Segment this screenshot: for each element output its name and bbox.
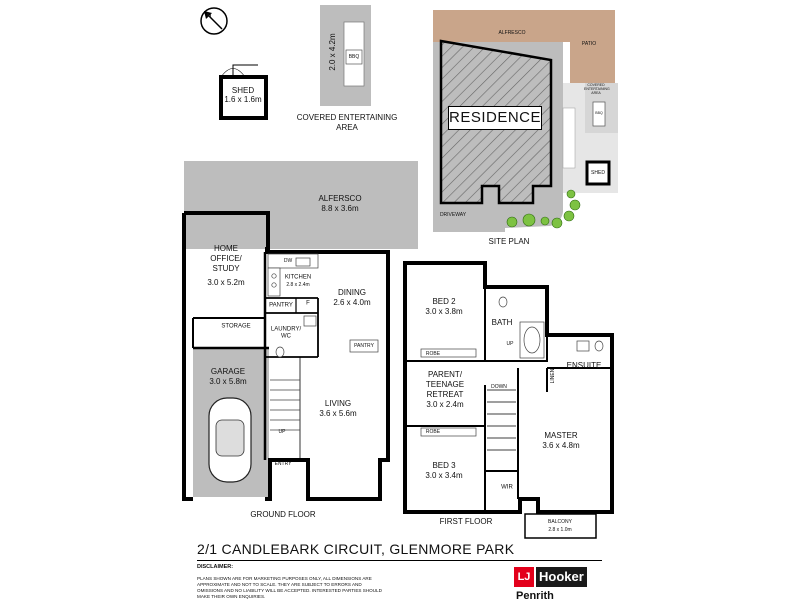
residence-label: RESIDENCE xyxy=(448,106,542,130)
retreat-name-3: RETREAT xyxy=(426,390,464,399)
covered-entertaining-area xyxy=(320,5,371,106)
agency-office: Penrith xyxy=(516,590,554,600)
stairs-up-label: UP xyxy=(278,429,286,435)
ground-floor-walls xyxy=(182,211,390,501)
living-size: 3.6 x 5.6m xyxy=(319,409,357,418)
covered-bbq-label: BBQ xyxy=(348,54,360,60)
north-arrow-icon xyxy=(200,7,228,35)
pantry-label: PANTRY xyxy=(269,302,293,309)
balcony-size: 2.8 x 1.0m xyxy=(548,527,572,533)
office-size: 3.0 x 5.2m xyxy=(207,278,245,287)
robe-1-label: ROBE xyxy=(425,351,441,357)
office-name-3: STUDY xyxy=(212,264,240,273)
disclaimer-title: DISCLAIMER: xyxy=(197,564,234,570)
first-up-label: UP xyxy=(506,341,514,347)
bed3-name: BED 3 xyxy=(432,461,456,470)
site-driveway-label: DRIVEWAY xyxy=(439,212,467,218)
retreat-name-1: PARENT/ xyxy=(427,370,463,379)
site-covered-area-label: COVERED ENTERTAINING AREA xyxy=(584,83,610,95)
site-patio-label: PATIO xyxy=(581,41,597,47)
shed-name: SHED xyxy=(231,86,255,95)
pantry2-label: PANTRY xyxy=(354,343,374,349)
master-size: 3.6 x 4.8m xyxy=(542,441,580,450)
covered-area-size: 2.0 x 4.2m xyxy=(328,33,337,71)
garage-size: 3.0 x 5.8m xyxy=(209,377,247,386)
entry-label: ENTRY xyxy=(274,461,292,467)
alfresco-area xyxy=(184,161,418,249)
bath-label: BATH xyxy=(491,318,513,327)
alfresco-name: ALFERSCO xyxy=(318,194,362,203)
car-icon xyxy=(208,397,252,483)
balcony-name: BALCONY xyxy=(548,519,572,525)
agency-logo: LJ Hooker Penrith xyxy=(514,567,600,600)
garage-name: GARAGE xyxy=(210,367,246,376)
first-floor-fixtures xyxy=(420,296,604,437)
balcony-outline xyxy=(524,513,597,539)
kitchen-size: 2.8 x 2.4m xyxy=(286,282,310,288)
agency-logo-name: Hooker xyxy=(536,567,587,587)
fridge-label: F xyxy=(306,300,310,307)
first-down-label: DOWN xyxy=(491,384,507,390)
compass-north-label: N xyxy=(206,13,212,20)
office-name-1: HOME xyxy=(214,244,238,253)
site-shed-label: SHED xyxy=(591,170,605,176)
site-alfresco-label: ALFRESCO xyxy=(498,30,526,36)
site-plan-caption: SITE PLAN xyxy=(488,237,530,246)
kitchen-name: KITCHEN xyxy=(284,274,312,281)
site-bbq-label: BBQ xyxy=(595,111,603,115)
ground-floor-fixtures xyxy=(267,253,379,431)
ground-floor-caption: GROUND FLOOR xyxy=(250,510,316,519)
first-floor-caption: FIRST FLOOR xyxy=(439,517,493,526)
retreat-name-2: TEENAGE xyxy=(425,380,465,389)
shed-outline xyxy=(219,64,268,120)
linen-label: LINEN xyxy=(550,368,556,384)
retreat-size: 3.0 x 2.4m xyxy=(426,400,464,409)
office-name-2: OFFICE/ xyxy=(210,254,242,263)
living-name: LIVING xyxy=(324,399,352,408)
bed3-size: 3.0 x 3.4m xyxy=(425,471,463,480)
wir-label: WIR xyxy=(501,484,513,491)
robe-2-label: ROBE xyxy=(425,429,441,435)
first-floor-walls xyxy=(403,261,614,514)
footer-divider xyxy=(197,560,602,561)
disclaimer-text: PLANS SHOWN ARE FOR MARKETING PURPOSES O… xyxy=(197,576,382,599)
shed-size: 1.6 x 1.6m xyxy=(224,95,262,104)
property-address: 2/1 CANDLEBARK CIRCUIT, GLENMORE PARK xyxy=(197,541,515,557)
dishwasher-label: DW xyxy=(283,258,293,264)
alfresco-size: 8.8 x 3.6m xyxy=(321,204,359,213)
dining-size: 2.6 x 4.0m xyxy=(333,298,371,307)
master-name: MASTER xyxy=(544,431,578,440)
agency-logo-mark: LJ xyxy=(514,567,534,587)
site-plan xyxy=(433,10,618,232)
storage-label: STORAGE xyxy=(221,323,251,330)
bed2-size: 3.0 x 3.8m xyxy=(425,307,463,316)
laundry-name-1: LAUNDRY/ xyxy=(270,326,302,333)
ensuite-label: ENSUITE xyxy=(566,361,602,370)
laundry-name-2: WC xyxy=(281,333,291,340)
covered-area-name-2: AREA xyxy=(336,123,358,132)
covered-area-name-1: COVERED ENTERTAINING xyxy=(296,113,398,122)
bed2-name: BED 2 xyxy=(432,297,456,306)
dining-name: DINING xyxy=(338,288,366,297)
